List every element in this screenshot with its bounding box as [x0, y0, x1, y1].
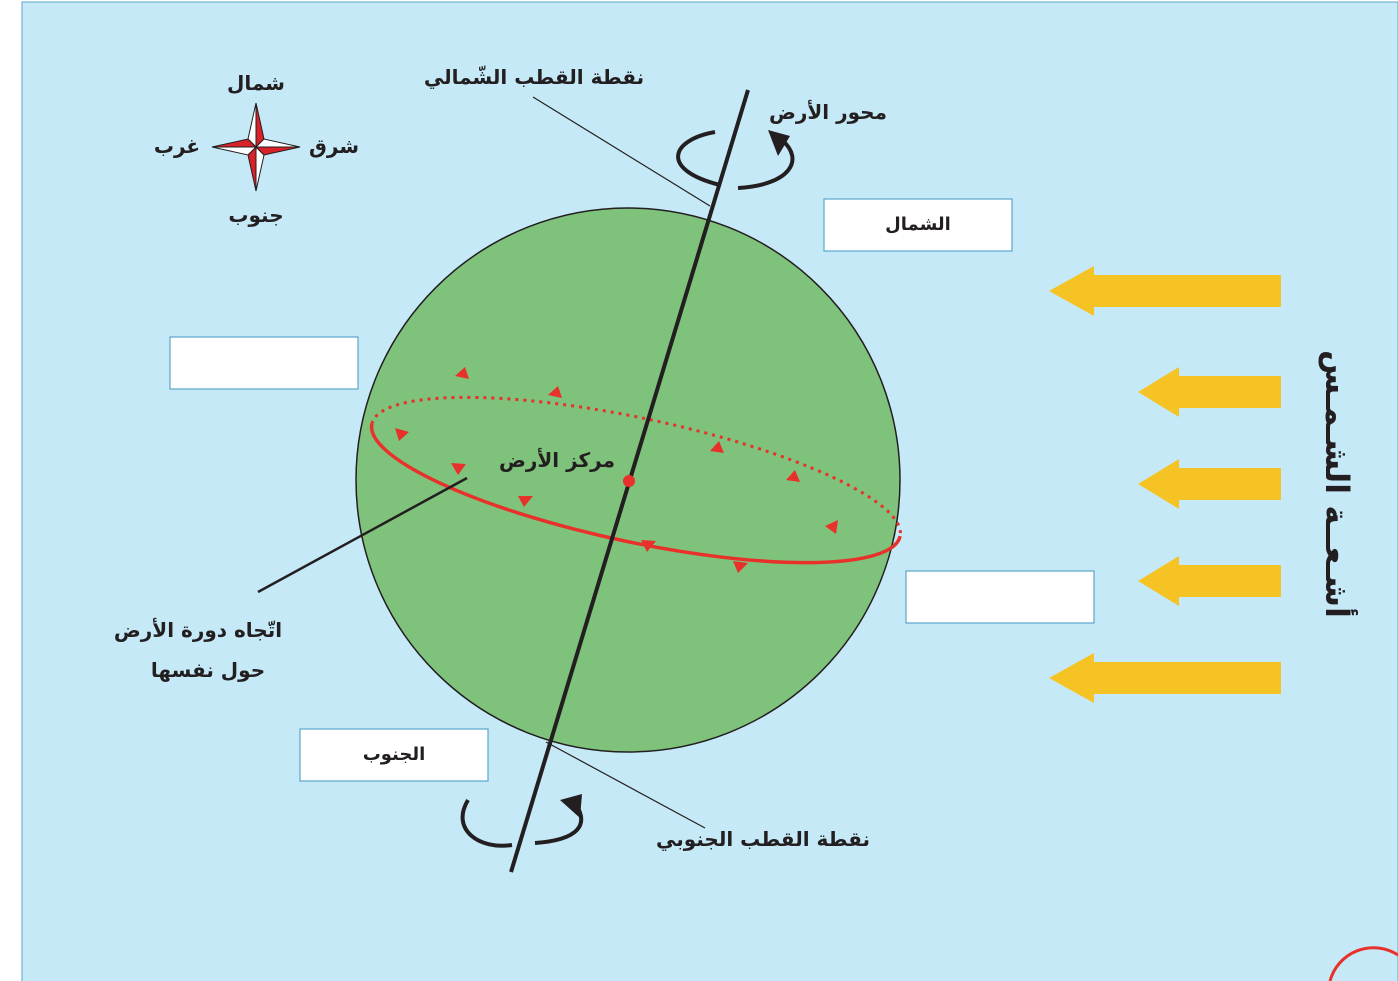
south-pole-point-label: نقطة القطب الجنوبي	[656, 827, 870, 852]
sun-ray-arrows	[1049, 266, 1281, 703]
equator-arrow	[455, 367, 469, 379]
page-corner-decoration	[1328, 946, 1398, 981]
compass-rose-icon	[211, 102, 301, 192]
earth-center-dot	[623, 475, 635, 487]
top-rotation-arrow	[676, 130, 795, 190]
sun-rays-label: أشـعــة الشـمـس	[1318, 350, 1358, 618]
equator-front-solid	[369, 423, 902, 565]
sun-ray-arrow	[1138, 459, 1281, 509]
sun-ray-arrow	[1138, 367, 1281, 417]
equator-arrow	[825, 520, 838, 534]
equator-arrow	[641, 540, 656, 552]
north-pole-leader-line	[532, 96, 711, 207]
equator-rotation-path	[369, 395, 902, 565]
north-box[interactable]: الشمال	[823, 198, 1013, 252]
north-pole-point-label: نقطة القطب الشّمالي	[424, 65, 644, 90]
equator-arrow	[710, 441, 724, 453]
compass-west-label: غرب	[154, 134, 200, 158]
east-empty-box[interactable]	[905, 570, 1095, 624]
compass-north-label: شمال	[227, 71, 285, 95]
equator-arrow	[548, 386, 562, 398]
equator-arrow	[451, 463, 466, 475]
compass-south-label: جنوب	[228, 203, 283, 227]
equator-arrow	[733, 561, 748, 573]
south-box[interactable]: الجنوب	[299, 728, 489, 782]
south-box-text: الجنوب	[363, 744, 426, 765]
rotation-direction-label-line1: اتّجاه دورة الأرض	[114, 617, 282, 642]
south-pole-leader-line	[545, 741, 706, 829]
sun-ray-arrow	[1049, 266, 1281, 316]
sun-ray-arrow	[1049, 653, 1281, 703]
bottom-rotation-arrowhead	[560, 794, 582, 818]
rotation-direction-leader-line	[257, 476, 468, 594]
equator-arrow	[518, 496, 533, 507]
earth-center-label: مركز الأرض	[499, 447, 615, 472]
equator-back-dotted	[370, 395, 902, 537]
earth-axis-label: محور الأرض	[769, 99, 887, 124]
west-empty-box[interactable]	[169, 336, 359, 390]
equator-arrows	[395, 367, 838, 573]
rotation-direction-label-line2: حول نفسها	[151, 658, 265, 682]
equator-arrow	[395, 428, 409, 441]
sun-ray-arrow	[1138, 556, 1281, 606]
compass-east-label: شرق	[309, 134, 359, 158]
north-box-text: الشمال	[885, 214, 951, 235]
equator-arrow	[786, 470, 800, 482]
top-rotation-arrowhead	[768, 130, 790, 156]
